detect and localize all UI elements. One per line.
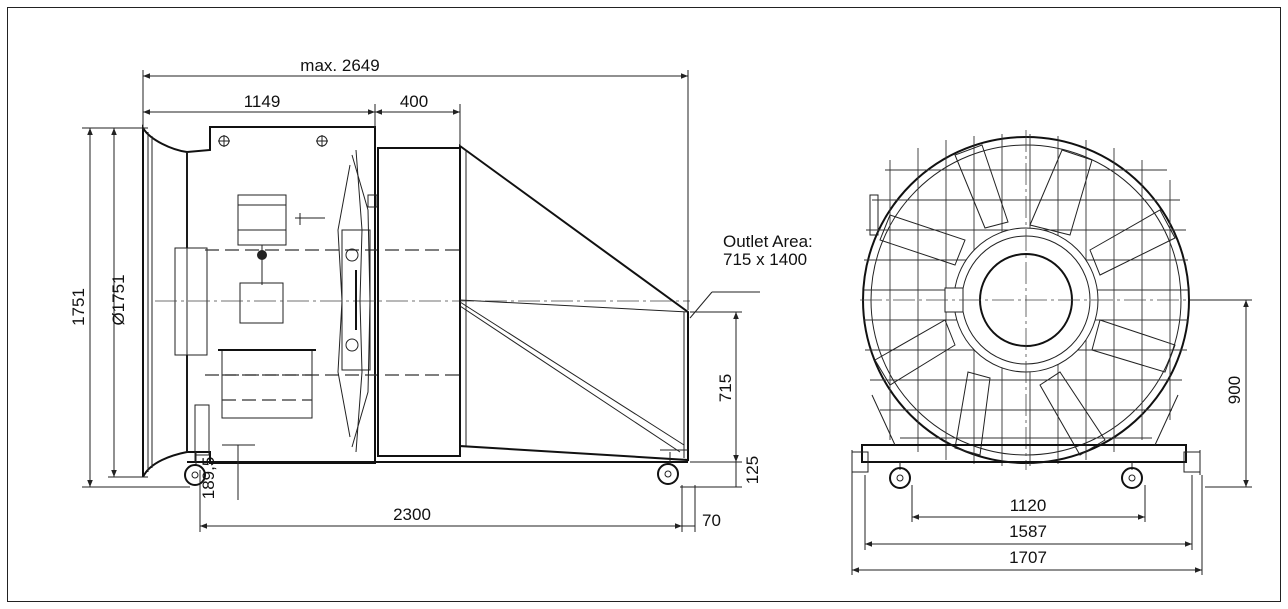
dim-wheel-track: 1120 — [1010, 496, 1047, 515]
side-view-dimensions: max. 2649 1149 400 1751 Ø1751 2300 70 71… — [69, 56, 813, 532]
motor-section — [377, 147, 461, 457]
dim-motor-length: 400 — [400, 92, 428, 111]
dim-axle-height: 189,5 — [199, 457, 218, 500]
front-wheel-right — [1121, 462, 1143, 489]
dim-overall-length: max. 2649 — [300, 56, 379, 75]
dim-outlet-height: 715 — [716, 374, 735, 402]
dim-inlet-length: 1149 — [244, 92, 281, 111]
side-view — [142, 124, 690, 486]
outlet-area-line-2: 715 x 1400 — [723, 250, 807, 269]
drawing-border — [7, 7, 1281, 602]
front-wheel-left — [889, 462, 911, 489]
dim-axis-height: 900 — [1225, 376, 1244, 404]
dim-height-total: 1751 — [69, 288, 88, 326]
motor-box — [174, 247, 208, 356]
wheel-right — [657, 452, 679, 485]
fan-blades — [874, 144, 1176, 456]
mount-hole-left — [218, 135, 230, 147]
dim-base-length: 2300 — [393, 505, 431, 524]
outlet-diffuser — [459, 144, 689, 462]
front-view — [851, 130, 1201, 489]
outlet-area-line-1: Outlet Area: — [723, 232, 813, 251]
dim-diameter: Ø1751 — [109, 274, 128, 325]
dim-frame-outer: 1707 — [1009, 548, 1047, 567]
mount-hole-right — [316, 135, 328, 147]
dim-wheel-clearance: 125 — [743, 456, 762, 484]
dim-outlet-offset: 70 — [702, 511, 721, 530]
wheel-left — [184, 452, 206, 486]
impeller — [337, 149, 371, 453]
base-frame — [861, 444, 1187, 463]
inlet-housing — [186, 126, 376, 464]
dim-frame-inner: 1587 — [1009, 522, 1047, 541]
front-view-dimensions: 1120 1587 1707 900 — [851, 299, 1252, 575]
